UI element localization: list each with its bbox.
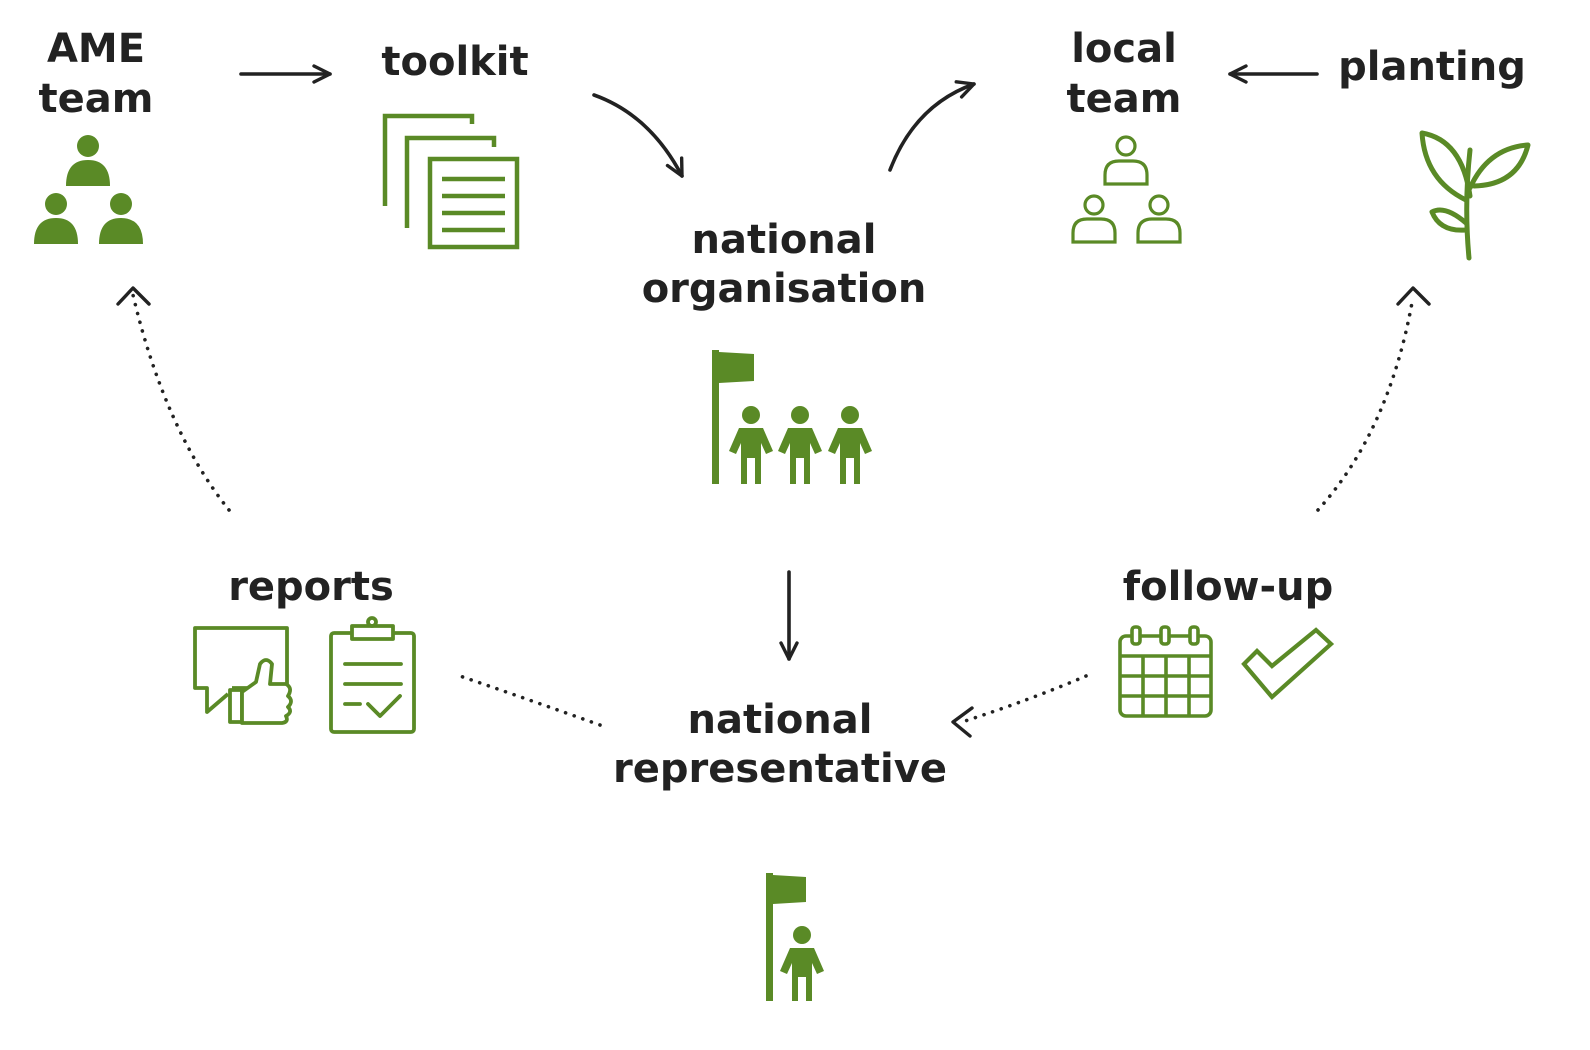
local-team-label-line1: local <box>1071 26 1177 72</box>
reports-label: reports <box>228 564 394 610</box>
dotted-arrow-reports-to-ame <box>131 293 231 512</box>
follow-up-label: follow-up <box>1123 564 1333 610</box>
dotted-line-representative-to-reports <box>458 674 602 727</box>
arrowhead-representative <box>951 706 974 738</box>
person-icon <box>729 406 773 484</box>
feedback-thumbs-up-icon <box>193 626 293 725</box>
team-icon-outline <box>1071 135 1182 244</box>
ame-team-label-line1: AME <box>47 26 145 72</box>
local-team-label-line2: team <box>1067 76 1182 122</box>
dotted-arrow-follow-up-to-planting <box>1316 295 1415 512</box>
calendar-icon <box>1118 625 1213 718</box>
person-icon <box>778 406 822 484</box>
national-organisation-label-line2: organisation <box>642 266 927 312</box>
national-representative-label-line1: national <box>688 697 873 743</box>
plant-icon <box>1419 130 1531 261</box>
team-icon-filled <box>34 135 143 244</box>
arrow-toolkit-to-national-organisation <box>592 93 684 178</box>
arrowhead-ame <box>116 286 151 306</box>
person-icon <box>828 406 872 484</box>
ame-team-label-line2: team <box>39 76 154 122</box>
arrowhead-planting <box>1396 286 1431 306</box>
toolkit-label: toolkit <box>381 39 528 85</box>
clipboard-check-icon <box>329 616 416 734</box>
documents-icon <box>382 113 520 250</box>
checkmark-icon <box>1241 627 1335 701</box>
dotted-arrow-follow-up-to-representative <box>960 674 1088 724</box>
flag-group-icon <box>712 350 872 484</box>
national-organisation-label-line1: national <box>692 217 877 263</box>
flag-person-icon <box>766 873 824 1001</box>
planting-label: planting <box>1338 44 1526 90</box>
national-representative-label-line2: representative <box>613 746 947 792</box>
arrow-national-organisation-to-local-team <box>888 80 976 172</box>
